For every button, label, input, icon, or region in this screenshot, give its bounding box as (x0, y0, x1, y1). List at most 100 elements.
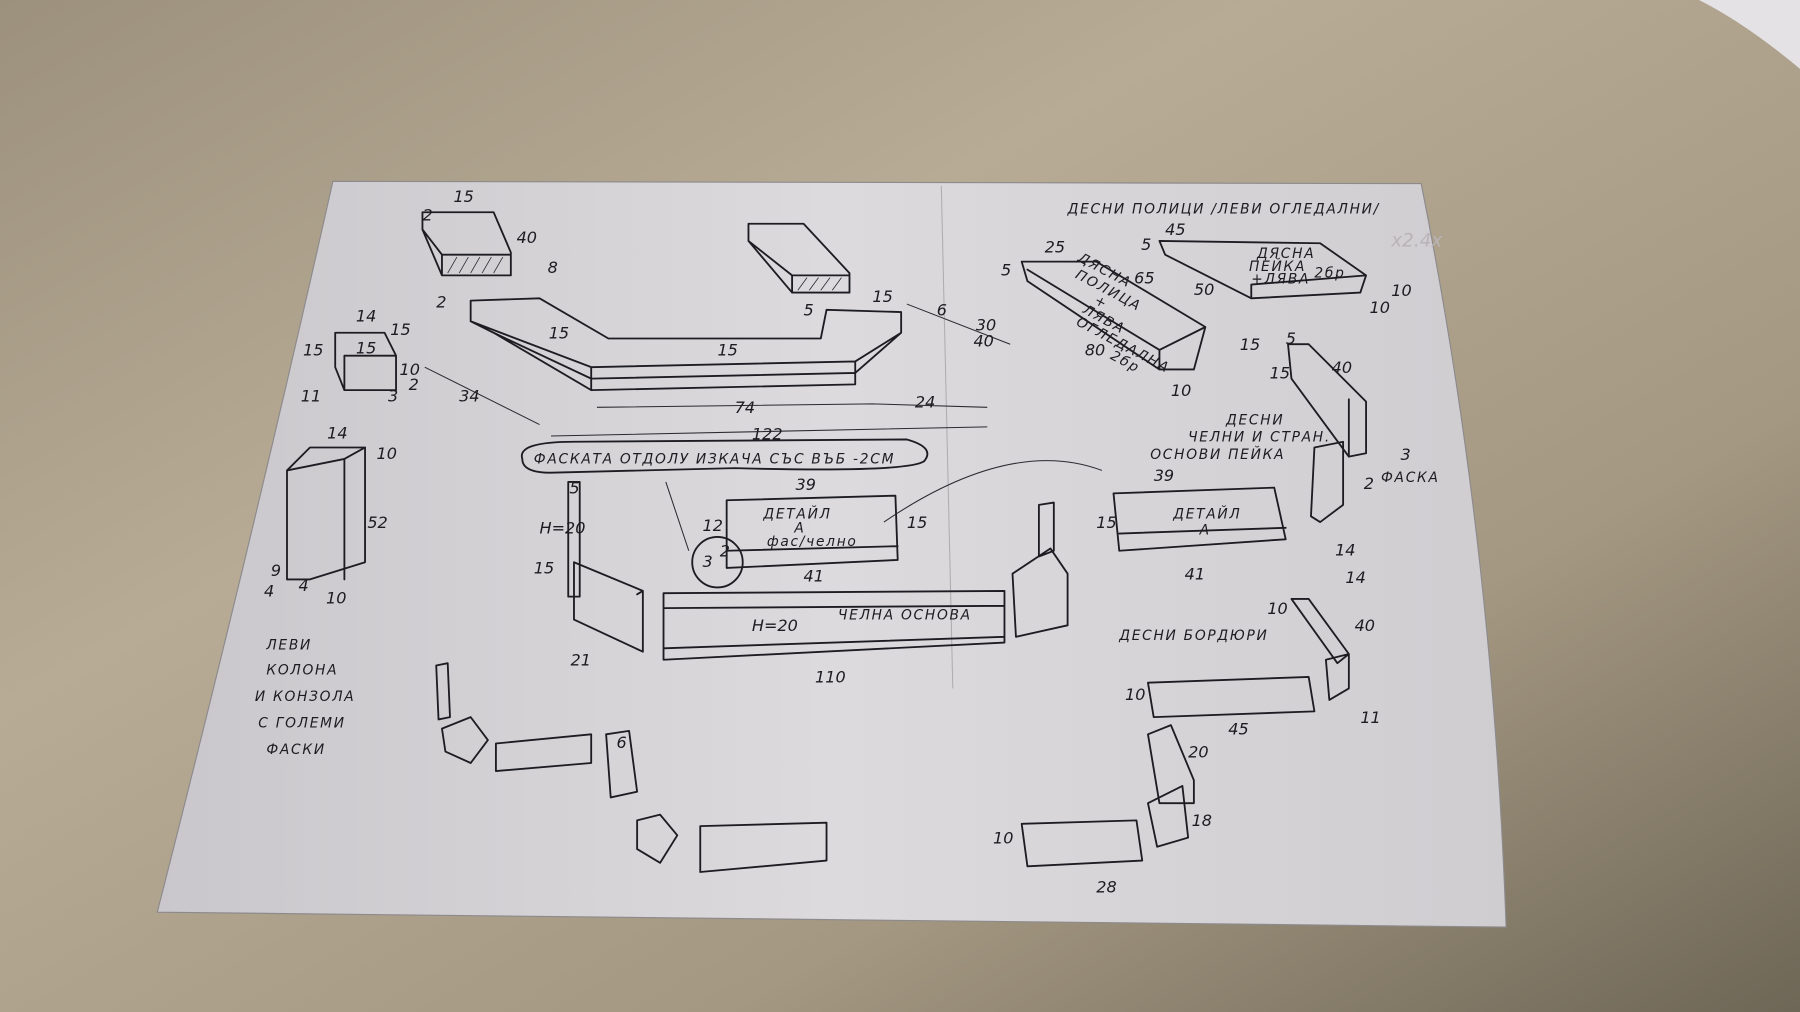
dimension: 15 (453, 187, 473, 206)
dimension: 11 (301, 387, 321, 406)
dimension: 5 (804, 301, 814, 320)
label-front-base: ЧЕЛНА ОСНОВА (838, 608, 972, 624)
dimension: 2 (1364, 474, 1374, 493)
label-detail-a-right: ДЕТАЙЛ (1172, 505, 1241, 523)
dimension: 5 (1001, 260, 1011, 279)
label-chamfer-note: ФАСКАТА ОТДОЛУ ИЗКАЧА СЪС ВЪБ -2СМ (534, 452, 895, 468)
dimension: H=20 (540, 519, 586, 538)
dimension: 4 (264, 582, 274, 601)
dimension: 50 (1194, 280, 1214, 299)
dimension: 3 (388, 387, 398, 406)
paper-fold (940, 185, 954, 689)
dimension: 2 (720, 541, 730, 560)
dimension: 15 (549, 323, 569, 342)
dimension: 14 (1345, 568, 1365, 587)
dimension: 24 (915, 392, 935, 411)
label-left-column: ЛЕВИ (265, 637, 312, 653)
dimension: 10 (1171, 381, 1191, 400)
dimension: 15 (1096, 513, 1116, 532)
dimension: 2 (422, 205, 432, 224)
dimension: 15 (717, 341, 737, 360)
dimension: 122 (752, 424, 783, 443)
dimension: 10 (993, 828, 1013, 847)
label-right-bench-qty: 2бр (1314, 266, 1345, 282)
label-right-bench: ДЯСНА (1256, 246, 1315, 262)
label-left-column: И КОНЗОЛА (255, 689, 356, 705)
dimension: 5 (569, 478, 579, 497)
dimension-labels: 15 2 40 8 2 5 15 6 30 40 14 15 15 15 10 … (264, 187, 1412, 897)
dimension: 28 (1096, 878, 1116, 897)
drawings (286, 211, 1367, 873)
dimension: 15 (907, 513, 927, 532)
dimension: 18 (1192, 811, 1212, 830)
dimension: 3 (1401, 445, 1411, 464)
dimension: 39 (796, 475, 816, 494)
label-right-shelves-title: ДЕСНИ ПОЛИЦИ /ЛЕВИ ОГЛЕДАЛНИ/ (1067, 201, 1380, 217)
dimension: 14 (327, 423, 347, 442)
dimension: 40 (1355, 616, 1375, 635)
label-right-shelf: + (1092, 292, 1111, 312)
dimension: 45 (1228, 719, 1248, 738)
dimension: 41 (804, 567, 824, 586)
dimension: 2 (436, 293, 446, 312)
dimension: 9 (271, 561, 281, 580)
dimension: 15 (390, 320, 410, 339)
dimension: 15 (872, 287, 892, 306)
dimension: 65 (1134, 268, 1154, 287)
dimension: 40 (517, 228, 537, 247)
label-detail-a: ДЕТАЙЛ (762, 505, 831, 523)
dimension: 15 (534, 559, 554, 578)
dimension: 34 (459, 387, 479, 406)
dimension: 40 (1332, 358, 1352, 377)
label-left-column: С ГОЛЕМИ (258, 715, 346, 731)
dimension: 10 (399, 360, 419, 379)
dimension: H=20 (752, 616, 798, 635)
dimension: 39 (1154, 466, 1174, 485)
dimension: 10 (1125, 685, 1145, 704)
dimension: 2 (409, 375, 419, 394)
corner-paper (1698, 0, 1800, 69)
label-chamfer: ФАСКА (1381, 470, 1440, 486)
dimension: 41 (1185, 564, 1205, 583)
dimension: 5 (1286, 329, 1296, 348)
dimension: 52 (367, 513, 387, 532)
label-left-column: ФАСКИ (266, 742, 326, 758)
dimension: 5 (1141, 235, 1151, 254)
faint-note: x2.4x (1390, 231, 1443, 252)
dimension: 11 (1360, 708, 1380, 727)
label-bench-bases: ЧЕЛНИ И СТРАН. (1188, 430, 1331, 446)
dimension: 10 (1267, 599, 1287, 618)
dimension: 12 (703, 516, 723, 535)
label-detail-a: А (793, 520, 805, 536)
dimension: 14 (356, 306, 376, 325)
dimension: 10 (1370, 298, 1390, 317)
label-right-bench: ПЕЙКА (1249, 257, 1306, 275)
dimension: 10 (1391, 281, 1411, 300)
dimension: 4 (298, 576, 308, 595)
dimension: 21 (571, 650, 591, 669)
dimension: 8 (548, 258, 558, 277)
dimension: 30 (976, 315, 996, 334)
label-right-borders: ДЕСНИ БОРДЮРИ (1118, 628, 1268, 644)
dimension: 20 (1188, 742, 1208, 761)
text-labels: ДЕСНИ ПОЛИЦИ /ЛЕВИ ОГЛЕДАЛНИ/ ДЯСНА ПЕЙК… (255, 201, 1444, 757)
dimension: 15 (1270, 364, 1290, 383)
paper-sheet (156, 180, 1507, 928)
dimension: 6 (616, 733, 626, 752)
dimension: 10 (326, 589, 346, 608)
dimension: 15 (356, 338, 376, 357)
label-detail-a: фас/челно (767, 534, 858, 550)
dimension: 6 (937, 301, 947, 320)
label-left-column: КОЛОНА (266, 663, 338, 679)
dimension: 15 (303, 341, 323, 360)
dimension: 10 (377, 444, 397, 463)
label-bench-bases: ОСНОВИ ПЕЙКА (1150, 445, 1285, 463)
dimension: 45 (1165, 220, 1185, 239)
dimension: 15 (1240, 335, 1260, 354)
dimension: 40 (973, 332, 993, 351)
dimension: 80 (1085, 341, 1105, 360)
dimension: 110 (815, 668, 846, 687)
label-right-bench: +ЛЯВА (1251, 271, 1310, 287)
dimension: 14 (1335, 540, 1355, 559)
